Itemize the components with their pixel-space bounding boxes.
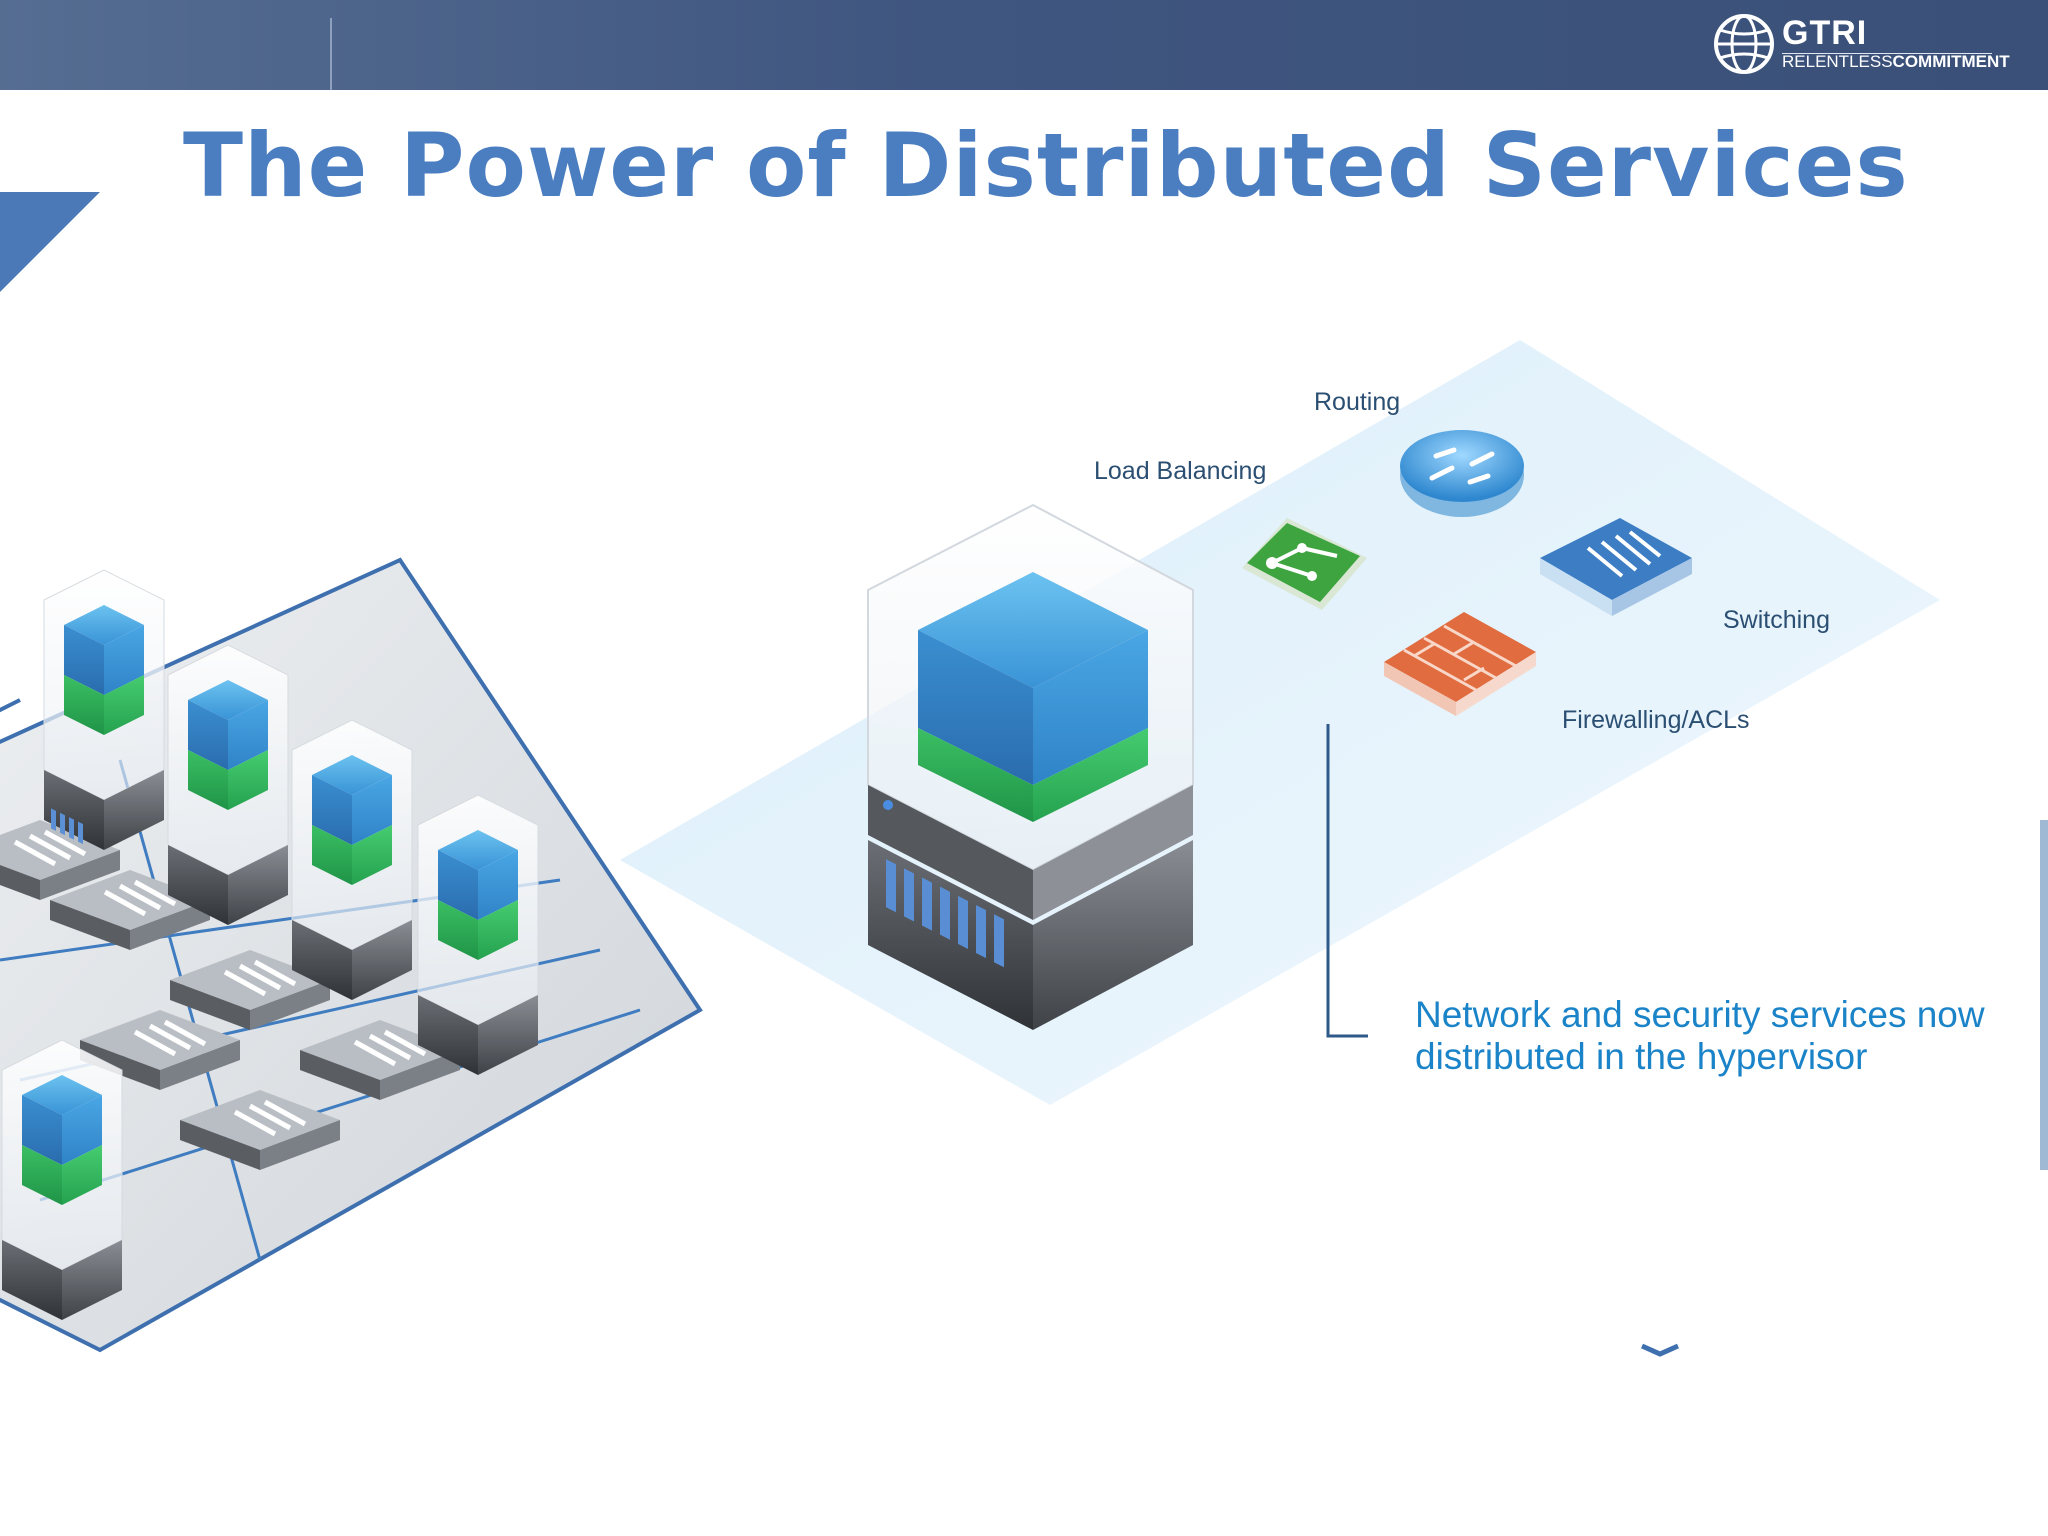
- switch-icon: [80, 1010, 240, 1090]
- globe-logo-icon: [1714, 14, 1774, 74]
- server-icon: [1, 1039, 123, 1320]
- caption-line-1: Network and security services now: [1415, 994, 1985, 1035]
- logo-rule: [1782, 53, 1992, 54]
- rack-platform-border: [0, 698, 21, 713]
- rack-hosts: [1, 569, 539, 1320]
- logo-tagline: RELENTLESSCOMMITMENT: [1782, 52, 2010, 72]
- switch-icon: [180, 1090, 340, 1170]
- switching-label: Switching: [1723, 606, 1830, 634]
- hypervisor-host: [867, 503, 1194, 1030]
- rack-switch-units: [0, 820, 460, 1170]
- load-balancer-icon: [1242, 518, 1367, 610]
- routing-label: Routing: [1314, 388, 1401, 416]
- caption-text: Network and security services now distri…: [1415, 994, 2035, 1078]
- server-icon: [167, 644, 289, 925]
- logo-wordmark: GTRI: [1782, 14, 1868, 52]
- header-divider: [330, 18, 332, 90]
- chevron-down-icon: [1640, 1343, 1680, 1357]
- switch-icon: [170, 950, 330, 1030]
- header-bar: [0, 0, 2048, 90]
- caption-bracket: [1326, 724, 1368, 1038]
- caption-line-2: distributed in the hypervisor: [1415, 1036, 1868, 1077]
- switch-icon: [0, 820, 120, 900]
- server-icon: [291, 719, 413, 1000]
- firewalling-label: Firewalling/ACLs: [1562, 706, 1750, 734]
- firewall-icon: [1384, 612, 1536, 716]
- switch-icon: [1540, 518, 1692, 616]
- server-icon: [417, 794, 539, 1075]
- server-icon: [43, 569, 165, 850]
- slide-title: The Power of Distributed Services: [183, 114, 1909, 217]
- load-balancing-label: Load Balancing: [1094, 457, 1267, 485]
- gtri-logo: GTRI RELENTLESSCOMMITMENT: [1712, 12, 2012, 76]
- router-icon: [1400, 430, 1524, 517]
- logo-tagline-bold: COMMITMENT: [1892, 52, 2010, 71]
- logo-tagline-light: RELENTLESS: [1782, 52, 1893, 71]
- corner-accent: [0, 192, 100, 292]
- edge-server-fragment: [2040, 820, 2048, 1170]
